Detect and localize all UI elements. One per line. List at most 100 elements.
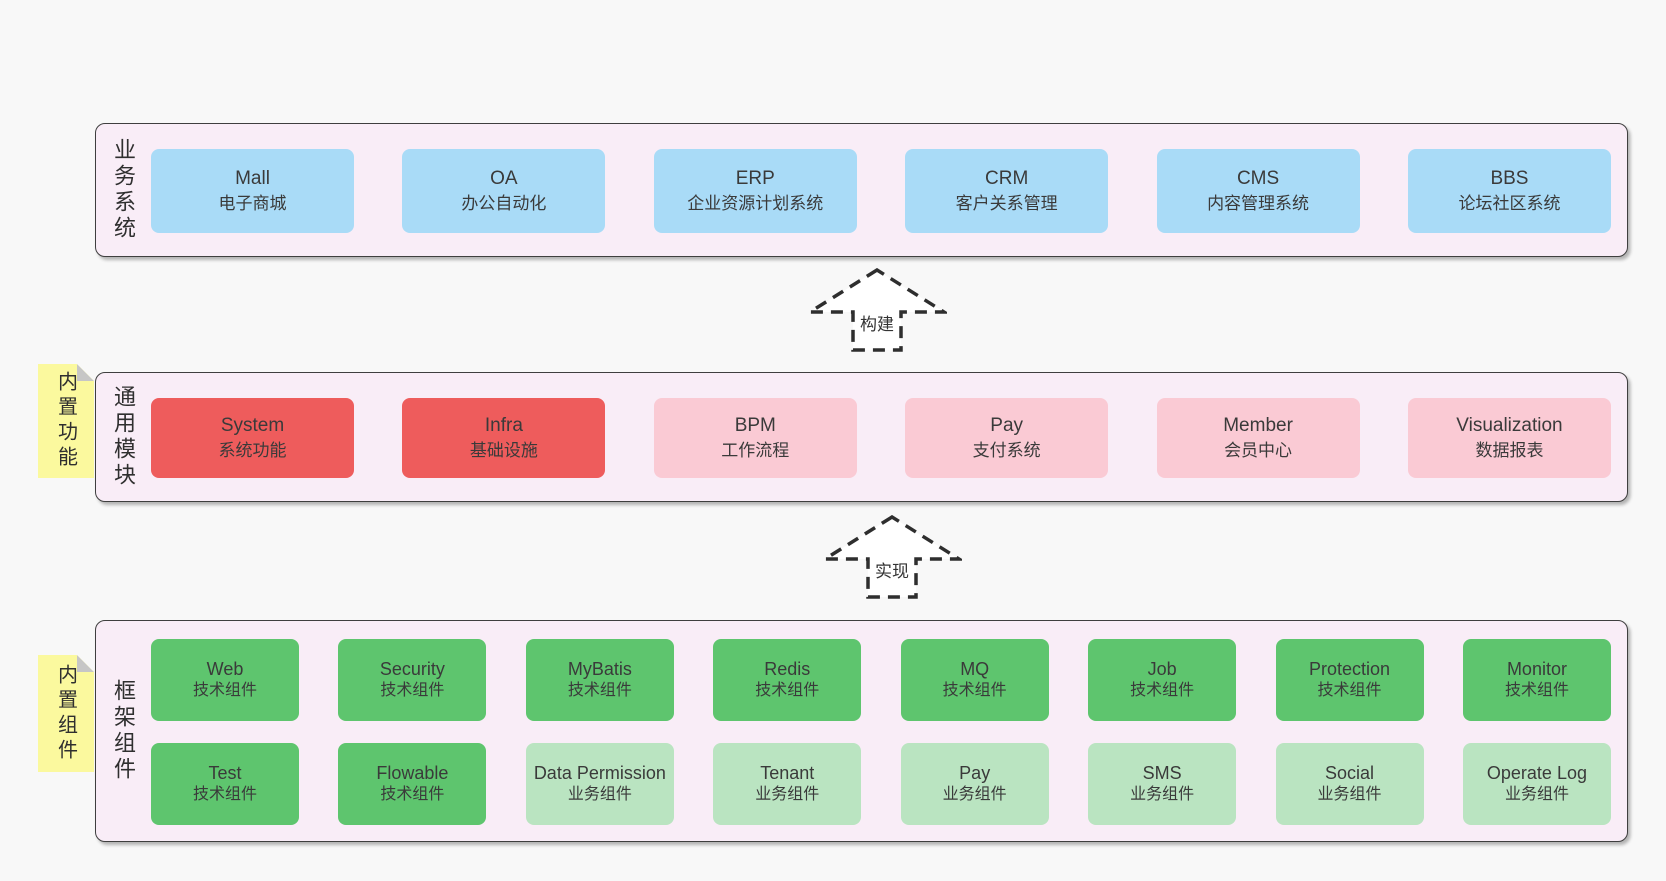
component-name: Monitor: [1506, 658, 1567, 679]
module-desc: 企业资源计划系统: [687, 194, 824, 214]
section-framework-components: 框架组件 Web 技术组件 Security 技术组件 MyBatis 技术组件…: [95, 620, 1628, 842]
framework-rows: Web 技术组件 Security 技术组件 MyBatis 技术组件 Redi…: [151, 639, 1611, 825]
module-desc: 基础设施: [469, 441, 538, 461]
module-name: CRM: [985, 167, 1029, 189]
arrow-implement: 实现: [822, 515, 962, 599]
component-box: SMS 业务组件: [1088, 743, 1237, 825]
module-box: Mall 电子商城: [151, 149, 354, 233]
component-box: Job 技术组件: [1088, 639, 1237, 721]
module-desc: 内容管理系统: [1207, 194, 1310, 214]
section-label-business-systems: 业务系统: [111, 138, 136, 242]
component-name: Flowable: [376, 762, 449, 783]
module-box: CMS 内容管理系统: [1156, 149, 1360, 233]
module-name: Infra: [484, 414, 523, 436]
component-box: Test 技术组件: [151, 743, 299, 825]
framework-row-1: Web 技术组件 Security 技术组件 MyBatis 技术组件 Redi…: [151, 639, 1611, 721]
arrow-build: 构建: [807, 268, 947, 352]
section-label-common-modules: 通用模块: [111, 385, 136, 489]
module-desc: 客户关系管理: [955, 194, 1058, 214]
module-name: ERP: [735, 167, 775, 189]
module-desc: 电子商城: [218, 194, 287, 214]
component-desc: 技术组件: [380, 786, 445, 804]
module-name: Pay: [990, 414, 1024, 436]
component-name: Job: [1147, 658, 1177, 679]
module-name: OA: [490, 167, 518, 189]
component-desc: 技术组件: [1504, 682, 1569, 700]
component-name: Test: [208, 762, 242, 783]
component-name: SMS: [1142, 762, 1182, 783]
component-box: Flowable 技术组件: [338, 743, 487, 825]
module-name: BBS: [1490, 167, 1529, 189]
module-desc: 系统功能: [218, 441, 287, 461]
module-name: Member: [1223, 414, 1293, 436]
framework-row-2: Test 技术组件 Flowable 技术组件 Data Permission …: [151, 743, 1611, 825]
module-box: Infra 基础设施: [402, 398, 606, 478]
module-box: Pay 支付系统: [905, 398, 1109, 478]
component-box: Pay 业务组件: [900, 743, 1049, 825]
component-name: Pay: [959, 762, 991, 783]
module-name: System: [220, 414, 285, 436]
section-common-modules: 通用模块 System 系统功能 Infra 基础设施 BPM 工作流程 Pay…: [95, 372, 1628, 502]
component-name: Social: [1325, 762, 1375, 783]
component-name: Operate Log: [1486, 762, 1587, 783]
component-box: Data Permission 业务组件: [525, 743, 674, 825]
component-name: Protection: [1309, 658, 1391, 679]
section-label-framework-components: 框架组件: [111, 679, 136, 783]
component-desc: 技术组件: [192, 682, 257, 700]
component-box: MQ 技术组件: [900, 639, 1049, 721]
component-desc: 业务组件: [755, 786, 820, 804]
arrow-build-label: 构建: [857, 310, 897, 335]
component-desc: 技术组件: [380, 682, 445, 700]
business-modules-row: Mall 电子商城 OA 办公自动化 ERP 企业资源计划系统 CRM 客户关系…: [151, 149, 1611, 233]
component-name: Redis: [764, 658, 811, 679]
sticky-fold-corner: [77, 655, 94, 672]
sticky-fold-corner: [77, 364, 94, 381]
sticky-built-in-components-label: 内置组件: [54, 663, 77, 764]
component-box: Tenant 业务组件: [713, 743, 862, 825]
module-box: BPM 工作流程: [653, 398, 857, 478]
module-name: Visualization: [1456, 414, 1563, 436]
component-box: MyBatis 技术组件: [525, 639, 674, 721]
component-name: MyBatis: [567, 658, 632, 679]
module-name: Mall: [235, 167, 270, 189]
module-desc: 会员中心: [1224, 441, 1293, 461]
component-name: Security: [379, 658, 445, 679]
module-box: Visualization 数据报表: [1407, 398, 1611, 478]
arrow-implement-label: 实现: [872, 557, 912, 582]
component-desc: 业务组件: [942, 786, 1007, 804]
component-name: Tenant: [760, 762, 815, 783]
component-box: Web 技术组件: [151, 639, 299, 721]
component-name: Data Permission: [533, 762, 666, 783]
sticky-built-in-features: 内置功能: [38, 364, 94, 478]
component-box: Protection 技术组件: [1275, 639, 1424, 721]
component-name: MQ: [960, 658, 990, 679]
module-name: CMS: [1236, 167, 1280, 189]
component-desc: 技术组件: [942, 682, 1007, 700]
component-box: Social 业务组件: [1275, 743, 1424, 825]
component-desc: 技术组件: [1317, 682, 1382, 700]
module-box: ERP 企业资源计划系统: [653, 149, 857, 233]
module-name: BPM: [734, 414, 776, 436]
component-desc: 技术组件: [567, 682, 632, 700]
module-box: System 系统功能: [151, 398, 354, 478]
module-desc: 办公自动化: [461, 194, 547, 214]
component-box: Monitor 技术组件: [1462, 639, 1611, 721]
common-modules-row: System 系统功能 Infra 基础设施 BPM 工作流程 Pay 支付系统…: [151, 398, 1611, 478]
module-desc: 支付系统: [972, 441, 1041, 461]
module-desc: 论坛社区系统: [1458, 194, 1561, 214]
component-desc: 业务组件: [567, 786, 632, 804]
component-box: Security 技术组件: [338, 639, 487, 721]
module-box: Member 会员中心: [1156, 398, 1360, 478]
module-desc: 工作流程: [721, 441, 790, 461]
component-desc: 技术组件: [192, 786, 257, 804]
section-business-systems: 业务系统 Mall 电子商城 OA 办公自动化 ERP 企业资源计划系统 CRM…: [95, 123, 1628, 257]
module-box: BBS 论坛社区系统: [1407, 149, 1611, 233]
module-box: CRM 客户关系管理: [905, 149, 1109, 233]
component-desc: 技术组件: [1130, 682, 1195, 700]
component-desc: 技术组件: [755, 682, 820, 700]
component-desc: 业务组件: [1504, 786, 1569, 804]
module-desc: 数据报表: [1475, 441, 1544, 461]
sticky-built-in-components: 内置组件: [38, 655, 94, 772]
sticky-built-in-features-label: 内置功能: [54, 371, 77, 471]
